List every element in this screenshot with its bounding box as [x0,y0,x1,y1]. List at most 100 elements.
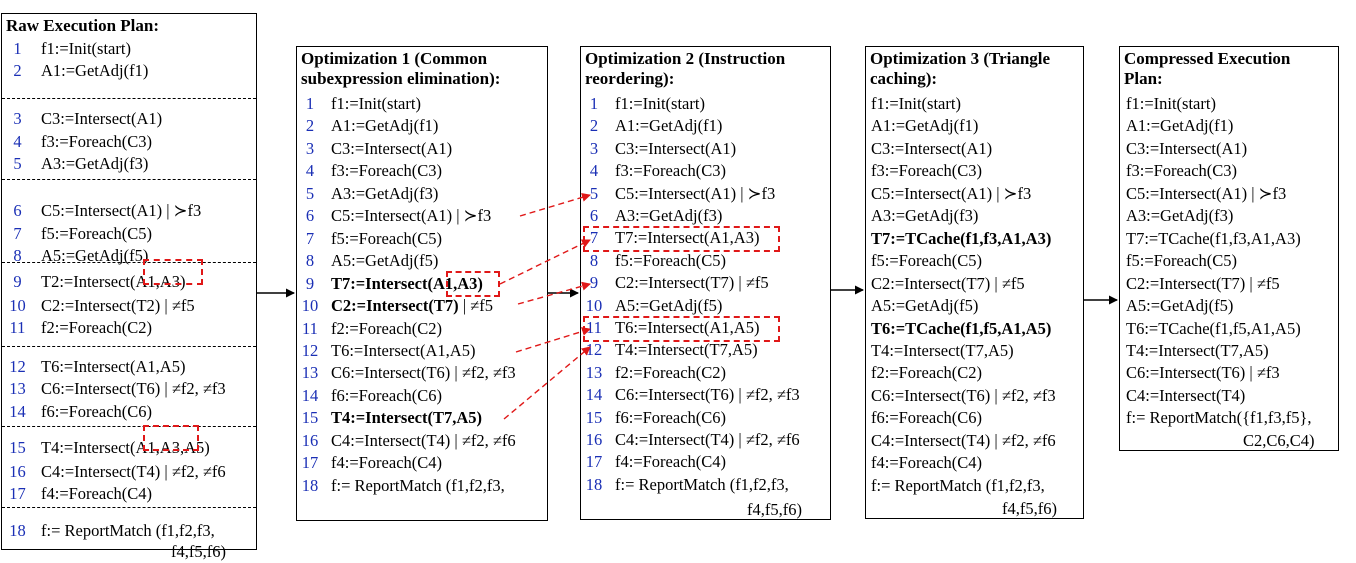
line-number: 7 [305,229,315,248]
line-number: 4 [13,132,22,151]
line-number: 5 [305,184,315,203]
instruction-text: f5:=Foreach(C5) [615,251,727,270]
panel-title: Optimization 2 (Instruction reordering): [585,49,786,88]
instruction-text: T4:=Intersect(T7,A5) [1126,341,1269,360]
line-number: 8 [305,251,315,270]
line-number: 1 [13,39,22,58]
instruction-text: A3:=GetAdj(f3) [41,154,149,173]
instruction-text: f1:=Init(start) [871,94,961,113]
line-number: 13 [301,363,319,382]
instruction-text: T4:=Intersect(T7,A5) [615,340,758,359]
line-number: 7 [589,228,599,247]
line-number: 7 [13,224,22,243]
instruction-text: C4:=Intersect(T4) | ≠f2, ≠f6 [615,430,800,449]
line-number: 18 [9,521,26,540]
panel-title: Optimization 1 (Common subexpression eli… [301,49,501,88]
instruction-text: f2:=Foreach(C2) [871,363,983,382]
line-number: 12 [9,357,26,376]
line-number: 11 [9,318,26,337]
instruction-text: f4:=Foreach(C4) [871,453,983,472]
instruction-text: f1:=Init(start) [1126,94,1216,113]
instruction-text: f4:=Foreach(C4) [615,452,727,471]
instruction-text: f3:=Foreach(C3) [41,132,153,151]
instruction-text: C5:=Intersect(A1) | ≻f3 [871,184,1032,203]
instruction-text: C3:=Intersect(A1) [871,139,993,158]
instruction-text: A3:=GetAdj(f3) [331,184,439,203]
instruction-text: C2:=Intersect(T2) | ≠f5 [41,296,195,315]
instruction-text: T7:=TCache(f1,f3,A1,A3) [1126,229,1301,248]
instruction-text: A5:=GetAdj(f5) [1126,296,1234,315]
instruction-text: f6:=Foreach(C6) [871,408,983,427]
line-number: 18 [585,475,603,494]
instruction-text: C2:=Intersect(T7) | ≠f5 [1126,274,1280,293]
instruction-text: T7:=TCache(f1,f3,A1,A3) [871,229,1052,248]
line-number: 10 [9,296,26,315]
line-number: 11 [302,319,318,338]
line-number: 8 [589,251,599,270]
line-number: 16 [9,462,26,481]
instruction-text: f2:=Foreach(C2) [615,363,727,382]
instruction-text: f3:=Foreach(C3) [871,161,983,180]
line-number: 9 [589,273,599,292]
instruction-text: f5:=Foreach(C5) [331,229,443,248]
instruction-text: T6:=Intersect(A1,A5) [41,357,186,376]
line-number: 15 [585,408,603,427]
report-match-continuation: f4,f5,f6) [747,500,802,519]
instruction-text: C4:=Intersect(T4) | ≠f2, ≠f6 [331,431,516,450]
line-number: 17 [301,453,319,472]
instruction-text: T4:=Intersect(A1,A3,A5) [41,438,210,457]
instruction-text: f2:=Foreach(C2) [331,319,443,338]
instruction-text: A5:=GetAdj(f5) [871,296,979,315]
instruction-text: f5:=Foreach(C5) [871,251,983,270]
instruction-text: f4:=Foreach(C4) [41,484,153,503]
compressed-execution-plan-panel: Compressed Execution Plan:f1:=Init(start… [1119,46,1339,451]
instruction-text: C2:=Intersect(T7) | ≠f5 [615,273,769,292]
line-number: 13 [9,379,26,398]
line-number: 9 [13,272,22,291]
instruction-text: C5:=Intersect(A1) | ≻f3 [1126,184,1287,203]
reorder-arrow-c5 [519,192,591,217]
report-match-continuation: f4,f5,f6) [1002,499,1057,518]
line-number: 6 [13,201,22,220]
instruction-text: T6:=Intersect(A1,A5) [331,341,476,360]
instruction-text: A1:=GetAdj(f1) [331,116,439,135]
instruction-text: T4:=Intersect(T7,A5) [331,408,482,427]
line-number: 2 [13,61,22,80]
reorder-arrow-c2 [517,281,591,305]
instruction-text: A3:=GetAdj(f3) [871,206,979,225]
line-number: 10 [585,296,603,315]
highlight-raw-a1-a3-t2 [143,259,203,285]
instruction-text: C3:=Intersect(A1) [41,109,163,128]
line-number: 5 [589,184,599,203]
line-number: 14 [585,385,603,404]
dashed-separator [2,262,256,263]
instruction-text: C3:=Intersect(A1) [1126,139,1248,158]
dashed-separator [2,507,256,508]
instruction-text: A5:=GetAdj(f5) [615,296,723,315]
instruction-text: A5:=GetAdj(f5) [331,251,439,270]
instruction-text: C3:=Intersect(A1) [615,139,737,158]
instruction-text: f1:=Init(start) [41,39,131,58]
instruction-suffix: | ≠f5 [458,296,493,315]
line-number: 1 [589,94,599,113]
instruction-text: C5:=Intersect(A1) | ≻f3 [41,201,202,220]
instruction-text: C4:=Intersect(T4) | ≠f2, ≠f6 [41,462,226,481]
line-number: 14 [301,386,319,405]
reorder-arrow-t7 [499,239,591,285]
line-number: 17 [9,484,26,503]
dashed-separator [2,426,256,427]
instruction-text: A3:=GetAdj(f3) [615,206,723,225]
instruction-text: A5:=GetAdj(f5) [41,246,149,265]
instruction-text: A1:=GetAdj(f1) [871,116,979,135]
instruction-text: T7:=Intersect(A1,A3) [331,274,483,293]
line-number: 12 [301,341,319,360]
line-number: 4 [589,161,599,180]
highlight-opt2-t7 [583,226,780,252]
line-number: 10 [301,296,319,315]
reorder-arrow-t4 [503,346,591,420]
instruction-text: C4:=Intersect(T4) | ≠f2, ≠f6 [871,431,1056,450]
panel-title: Optimization 3 (Triangle caching): [870,49,1051,88]
line-number: 18 [301,476,319,495]
